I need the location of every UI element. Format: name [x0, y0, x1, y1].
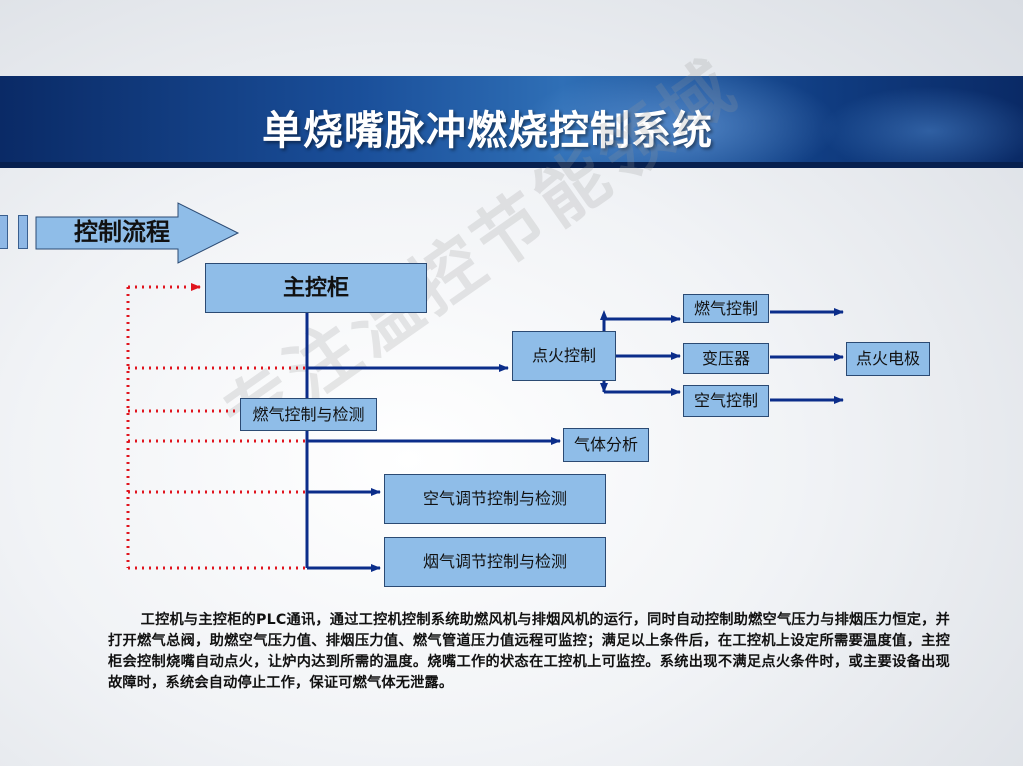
signal-lines	[126, 283, 305, 570]
description-paragraph: 工控机与主控柜的PLC通讯，通过工控机控制系统助燃风机与排烟风机的运行，同时自动…	[108, 612, 950, 691]
node-gas-analysis: 气体分析	[563, 428, 649, 462]
node-air-regulation: 空气调节控制与检测	[384, 474, 606, 524]
banner-stub	[18, 215, 28, 249]
node-ignition-electrode: 点火电极	[846, 342, 930, 376]
node-transformer: 变压器	[683, 343, 769, 374]
node-flue-regulation: 烟气调节控制与检测	[384, 537, 606, 587]
node-main-cabinet: 主控柜	[205, 263, 427, 313]
node-ignition-control: 点火控制	[512, 331, 616, 381]
header-band	[0, 76, 1023, 168]
flow-banner-arrow	[35, 202, 240, 264]
node-air-control: 空气控制	[683, 385, 769, 417]
banner-stub	[0, 215, 8, 249]
node-gas-control-detect: 燃气控制与检测	[240, 398, 377, 431]
flow-banner-label: 控制流程	[74, 217, 170, 246]
node-gas-control: 燃气控制	[683, 294, 769, 323]
slide-title: 单烧嘴脉冲燃烧控制系统	[262, 107, 713, 154]
